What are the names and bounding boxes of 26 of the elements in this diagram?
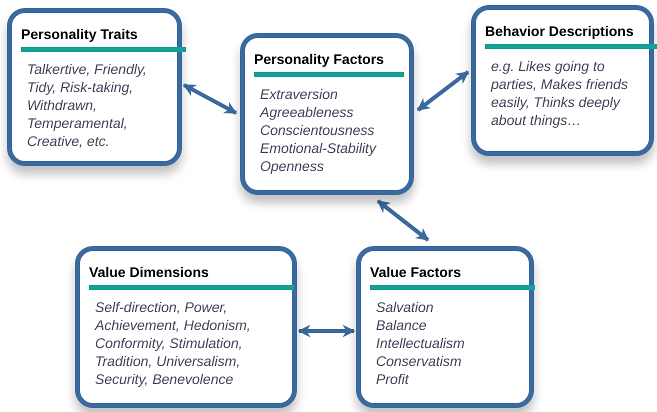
box-text: Profit — [376, 370, 410, 388]
box-heading: Behavior Descriptions — [485, 22, 635, 40]
box-text: Self-direction, Power, Achievement, Hedonism, Conformity, Stimulation, Tradition, Universalism, Security, Benevolence — [95, 298, 252, 388]
double-arrow — [182, 83, 238, 115]
box-text: Conservatism — [376, 352, 463, 370]
box-heading: Value Dimensions — [89, 263, 210, 281]
rounded-box — [240, 33, 414, 195]
box-text: Openness — [260, 157, 325, 175]
box-text: Intellectualism — [376, 334, 466, 352]
box-text: Talkertive, Friendly, Tidy, Risk-taking, Withdrawn, Temperamental, Creative, etc. — [27, 60, 148, 150]
double-arrow — [298, 324, 356, 338]
box-text: Balance — [376, 316, 428, 334]
rounded-box — [356, 246, 534, 408]
double-arrow — [376, 199, 430, 242]
box-heading: Personality Factors — [254, 50, 385, 68]
box-text: Salvation — [376, 298, 435, 316]
box-text: Agreeableness — [260, 103, 354, 121]
box-text: Extraversion — [260, 85, 339, 103]
rounded-box — [471, 5, 654, 156]
box-text: Emotional-Stability — [260, 139, 378, 157]
rounded-box — [75, 246, 297, 408]
box-heading: Personality Traits — [21, 25, 139, 43]
box-text: Conscientousness — [260, 121, 376, 139]
double-arrow — [416, 70, 470, 112]
box-text: e.g. Likes going to parties, Makes friends easily, Thinks deeply about things… — [491, 57, 629, 129]
box-heading: Value Factors — [370, 263, 462, 281]
